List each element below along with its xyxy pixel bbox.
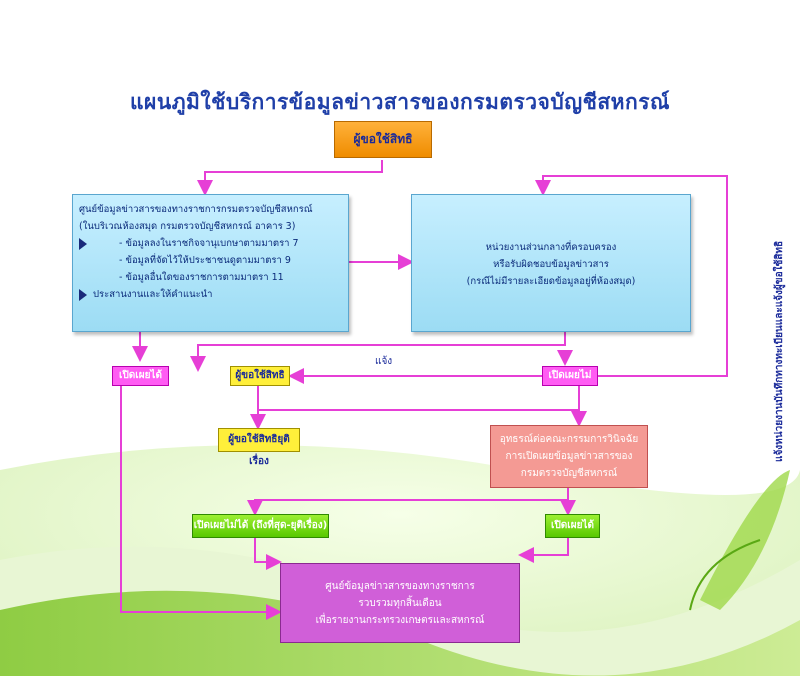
info-center-item3: - ข้อมูลอื่นใดของราชการตามมาตรา 11	[119, 272, 284, 283]
info-center-item2: - ข้อมูลที่จัดไว้ให้ประชาชนดูตามมาตรา 9	[119, 255, 291, 266]
not-disclosed-label: เปิดเผยไม่ได้	[548, 370, 592, 399]
info-center-line2: (ในบริเวณห้องสมุด กรมตรวจบัญชีสหกรณ์ อาค…	[79, 221, 296, 232]
appeal-line2: การเปิดเผยข้อมูลข่าวสารของ	[505, 451, 633, 462]
not-disclosed-box: เปิดเผยไม่ได้	[542, 366, 598, 399]
requester-top-label: ผู้ขอใช้สิทธิ	[353, 132, 413, 146]
summary-box: ศูนย์ข้อมูลข่าวสารของทางราชการ รวบรวมทุก…	[280, 563, 520, 643]
side-note: แจ้งหน่วยงานบันทึกทางทะเบียนและแจ้งผู้ขอ…	[774, 240, 785, 462]
summary-line3: เพื่อรายงานกระทรวงเกษตรและสหกรณ์	[315, 615, 485, 626]
requester-top-box: ผู้ขอใช้สิทธิ	[334, 121, 432, 158]
summary-line1: ศูนย์ข้อมูลข่าวสารของทางราชการ	[325, 581, 475, 592]
central-unit-box: หน่วยงานส่วนกลางที่ครอบครอง หรือรับผิดชอ…	[411, 194, 691, 332]
appeal-line1: อุทธรณ์ต่อคณะกรรมการวินิจฉัย	[499, 434, 639, 445]
info-center-coordinate: ประสานงานและให้คำแนะนำ	[93, 289, 213, 300]
central-unit-line2: หรือรับผิดชอบข้อมูลข่าวสาร	[493, 259, 609, 270]
not-disclosed-final-box: เปิดเผยไม่ได้ (ถึงที่สุด-ยุติเรื่อง)	[192, 514, 329, 538]
info-center-box: ศูนย์ข้อมูลข่าวสารของทางราชการกรมตรวจบัญ…	[72, 194, 349, 332]
not-disclosed-final-label: เปิดเผยไม่ได้ (ถึงที่สุด-ยุติเรื่อง)	[193, 520, 328, 531]
bullet-triangle-icon	[79, 288, 87, 301]
info-center-item1: - ข้อมูลลงในราชกิจจานุเบกษาตามมาตรา 7	[119, 238, 299, 249]
summary-line2: รวบรวมทุกสิ้นเดือน	[358, 598, 442, 609]
central-unit-line1: หน่วยงานส่วนกลางที่ครอบครอง	[485, 242, 617, 253]
requester-mid-box: ผู้ขอใช้สิทธิ	[230, 366, 290, 386]
disclosed-left-box: เปิดเผยได้	[112, 366, 169, 386]
page-title: แผนภูมิใช้บริการข้อมูลข่าวสารของกรมตรวจบ…	[130, 90, 670, 114]
disclosed-final-label: เปิดเผยได้	[551, 520, 594, 531]
requester-mid-label: ผู้ขอใช้สิทธิ	[235, 370, 285, 381]
requester-end-label: ผู้ขอใช้สิทธิยุติเรื่อง	[228, 434, 290, 467]
bullet-triangle-icon	[79, 238, 87, 250]
info-center-line1: ศูนย์ข้อมูลข่าวสารของทางราชการกรมตรวจบัญ…	[79, 204, 313, 215]
disclosed-left-label: เปิดเผยได้	[119, 370, 162, 381]
appeal-line3: กรมตรวจบัญชีสหกรณ์	[520, 468, 618, 479]
disclosed-final-box: เปิดเผยได้	[545, 514, 600, 538]
requester-end-box: ผู้ขอใช้สิทธิยุติเรื่อง	[218, 428, 300, 467]
appeal-box: อุทธรณ์ต่อคณะกรรมการวินิจฉัย การเปิดเผยข…	[490, 425, 648, 488]
central-unit-line3: (กรณีไม่มีรายละเอียดข้อมูลอยู่ที่ห้องสมุ…	[466, 276, 636, 287]
